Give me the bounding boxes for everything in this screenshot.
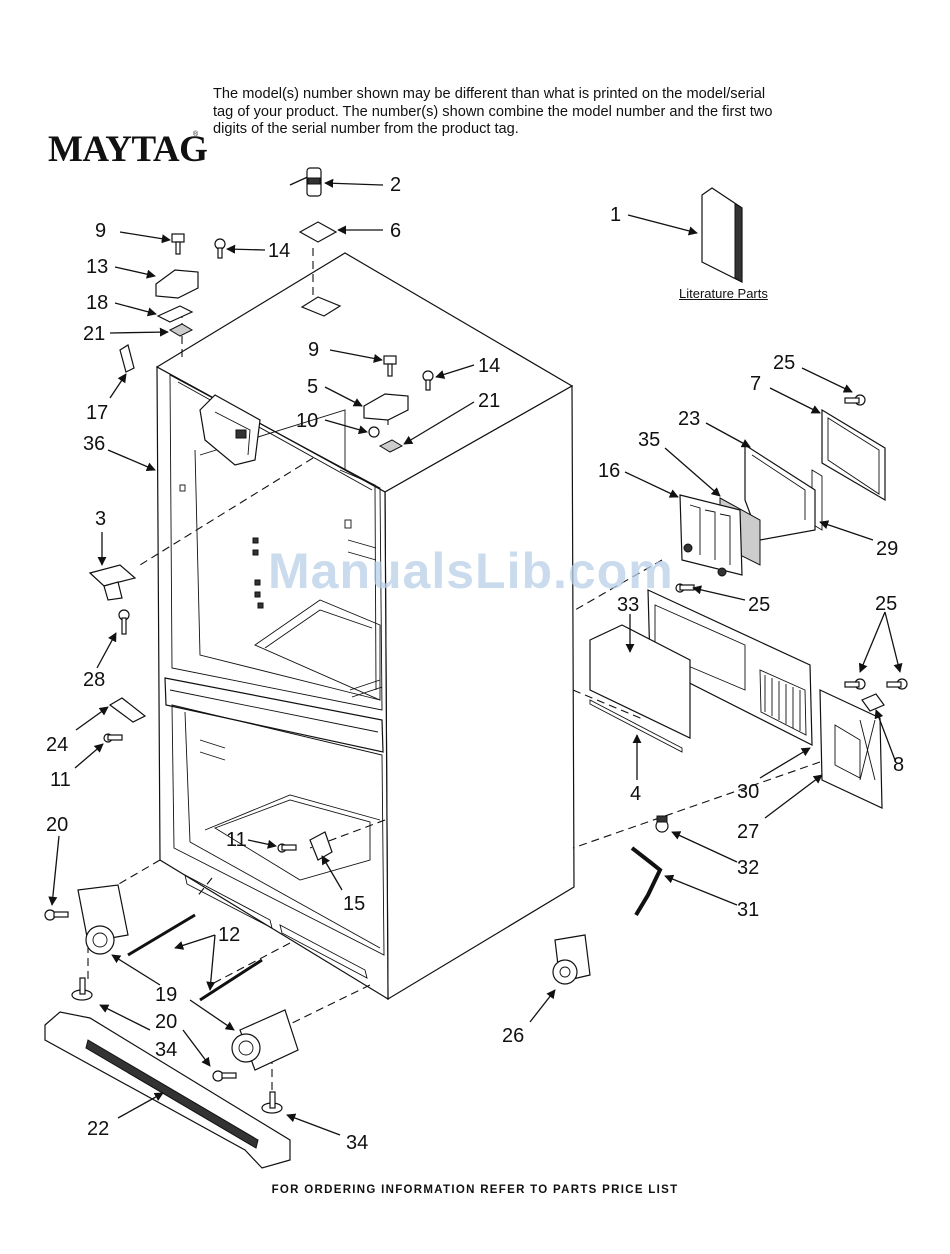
callout-23: 23 [678, 408, 700, 430]
model-number-disclaimer: The model(s) number shown may be differe… [213, 86, 773, 137]
registered-mark: ® [193, 131, 199, 138]
leader-arrows [48, 178, 903, 1136]
control-board-part [679, 494, 743, 577]
callout-9: 9 [308, 339, 319, 361]
callout-35: 35 [638, 429, 660, 451]
callout-4: 4 [630, 783, 641, 805]
callout-14: 14 [268, 240, 290, 262]
callout-21: 21 [83, 323, 105, 345]
base-grille-part [44, 1011, 291, 1169]
callout-29: 29 [876, 538, 898, 560]
callout-15: 15 [343, 893, 365, 915]
callout-32: 32 [737, 857, 759, 879]
callout-34: 34 [346, 1132, 368, 1154]
literature-parts-label: Literature Parts [679, 286, 768, 301]
callout-8: 8 [893, 754, 904, 776]
callout-20: 20 [155, 1011, 177, 1033]
callout-30: 30 [737, 781, 759, 803]
callout-18: 18 [86, 292, 108, 314]
callout-24: 24 [46, 734, 68, 756]
callout-21: 21 [478, 390, 500, 412]
callout-26: 26 [502, 1025, 524, 1047]
ordering-info-footer: FOR ORDERING INFORMATION REFER TO PARTS … [271, 1184, 679, 1196]
brand-text: MAYTAG [48, 129, 208, 170]
callout-28: 28 [83, 669, 105, 691]
compressor-cover-part [819, 689, 883, 809]
callout-25: 25 [773, 352, 795, 374]
top-hinge-part [298, 221, 338, 243]
callout-22: 22 [87, 1118, 109, 1140]
leveling-leg-part [71, 977, 93, 1001]
callout-17: 17 [86, 402, 108, 424]
hinge-cover-part [155, 269, 199, 299]
rear-roller-part [552, 934, 591, 985]
callout-2: 2 [390, 174, 401, 196]
hinge-pin-part [289, 167, 322, 197]
callout-3: 3 [95, 508, 106, 530]
callout-7: 7 [750, 373, 761, 395]
callout-11: 11 [226, 829, 247, 851]
assembly-lines [87, 248, 821, 1095]
callout-14: 14 [478, 355, 500, 377]
watermark: ManualsLib.com [268, 543, 674, 599]
callout-25: 25 [875, 593, 897, 615]
callout-11: 11 [50, 769, 71, 791]
callout-34: 34 [155, 1039, 177, 1061]
callout-12: 12 [218, 924, 240, 946]
callout-36: 36 [83, 433, 105, 455]
callout-6: 6 [390, 220, 401, 242]
callout-5: 5 [307, 376, 318, 398]
callout-25: 25 [748, 594, 770, 616]
callout-19: 19 [155, 984, 177, 1006]
callout-13: 13 [86, 256, 108, 278]
callout-1: 1 [610, 204, 621, 226]
maytag-logo: MAYTAG [48, 128, 208, 171]
callout-10: 10 [296, 410, 318, 432]
callout-33: 33 [617, 594, 639, 616]
callout-16: 16 [598, 460, 620, 482]
access-cover-part [821, 408, 886, 502]
refrigerator-cabinet [155, 252, 575, 1001]
callout-20: 20 [46, 814, 68, 836]
literature-booklet [701, 187, 743, 283]
callout-27: 27 [737, 821, 759, 843]
callout-numbers: 2 6 1 9 14 13 18 21 9 14 5 21 10 17 36 2… [46, 174, 904, 1154]
callout-31: 31 [737, 899, 759, 921]
screw-part [171, 233, 185, 255]
callout-9: 9 [95, 220, 106, 242]
front-roller-part [77, 884, 129, 955]
parts [44, 167, 908, 1169]
